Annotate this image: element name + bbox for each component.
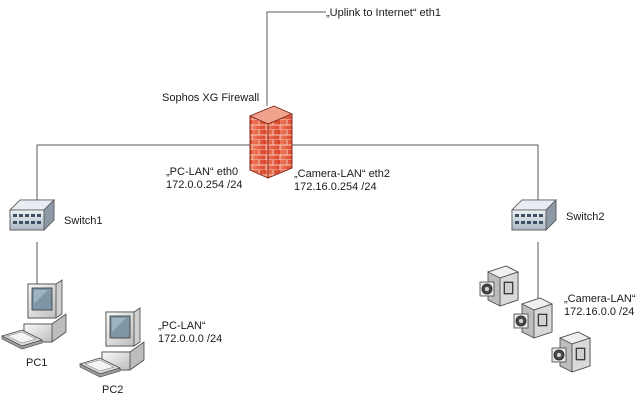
uplink-line xyxy=(266,11,326,106)
camera-lan-line xyxy=(286,144,539,212)
firewall-label: Sophos XG Firewall xyxy=(162,92,259,104)
pc-lan-interface-address: 172.0.0.254 /24 xyxy=(166,179,242,191)
pc-lan-network-name: „PC-LAN“ xyxy=(158,320,206,332)
camera1-icon[interactable] xyxy=(479,265,519,307)
camera-lan-interface-name: „Camera-LAN“ eth2 xyxy=(294,168,390,180)
pc-lan-network-address: 172.0.0.0 /24 xyxy=(158,333,222,345)
switch1-label: Switch1 xyxy=(64,215,103,227)
camera-lan-network-name: „Camera-LAN“ xyxy=(564,293,636,305)
pc1-label: PC1 xyxy=(26,357,47,369)
camera2-icon[interactable] xyxy=(513,297,553,339)
pc-lan-line xyxy=(36,144,250,212)
camera-lan-interface-address: 172.16.0.254 /24 xyxy=(294,181,377,193)
uplink-label: „Uplink to Internet“ eth1 xyxy=(326,7,441,19)
pc2-label: PC2 xyxy=(102,384,123,396)
pc2-icon[interactable] xyxy=(79,307,145,378)
switch2-label: Switch2 xyxy=(566,211,605,223)
camera3-icon[interactable] xyxy=(551,331,591,373)
switch2-icon[interactable] xyxy=(511,199,557,231)
pc-lan-interface-name: „PC-LAN“ eth0 xyxy=(166,166,238,178)
switch1-icon[interactable] xyxy=(9,199,55,231)
pc1-icon[interactable] xyxy=(1,279,67,350)
camera-lan-network-address: 172.16.0.0 /24 xyxy=(564,306,634,318)
firewall-icon[interactable] xyxy=(248,105,294,179)
